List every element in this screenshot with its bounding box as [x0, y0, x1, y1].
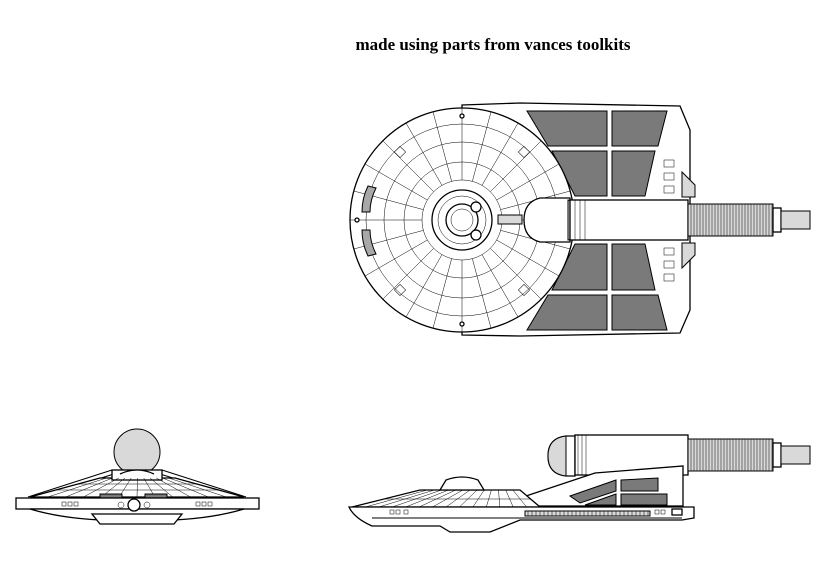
top-view: [349, 102, 811, 337]
caption-text: made using parts from vances toolkits: [355, 35, 631, 54]
side-view: [347, 434, 811, 533]
front-view: [15, 428, 260, 525]
top-nacelle: [523, 197, 811, 243]
saucer-section: [349, 107, 575, 333]
side-nacelle: [547, 434, 811, 477]
